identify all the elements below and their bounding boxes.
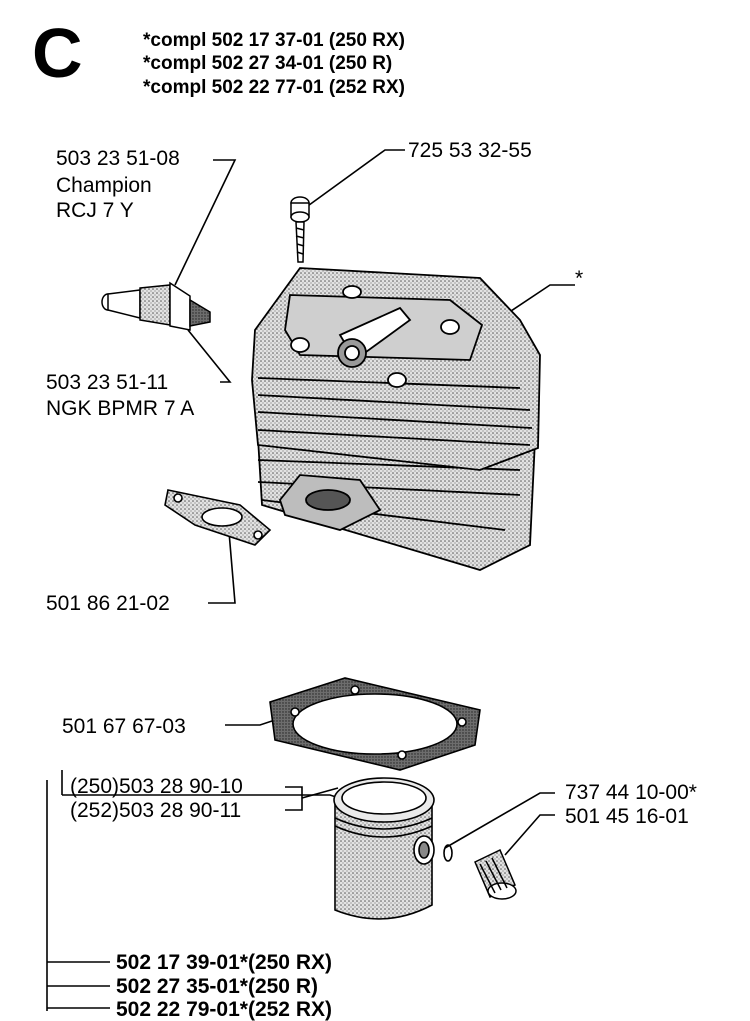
label-ring-252: (252)503 28 90-11: [70, 799, 242, 822]
header-line-1: *compl 502 17 37-01 (250 RX): [143, 30, 405, 51]
leader-screw: [304, 149, 405, 209]
label-screw: 725 53 32-55: [408, 139, 532, 162]
leader-bearing: [504, 814, 555, 856]
leader-spark-champion: [174, 159, 237, 286]
label-gasket-exhaust: 501 86 21-02: [46, 592, 170, 615]
label-spark-plug-ngk-no: 503 23 51-11: [46, 371, 169, 394]
section-letter: C: [32, 14, 83, 92]
circlip-icon: [443, 844, 453, 862]
needle-bearing-icon: [474, 848, 517, 900]
leader-rings: [301, 787, 339, 799]
label-ring-250: (250)503 28 90-10: [70, 775, 243, 798]
label-gasket-base: 501 67 67-03: [62, 715, 186, 738]
bracket-rings: [285, 786, 303, 811]
label-spark-plug-champion-brand: Champion: [56, 174, 152, 197]
label-piston-kit-1: 502 17 39-01*(250 RX): [116, 951, 332, 974]
header-line-3: *compl 502 22 77-01 (252 RX): [143, 77, 405, 98]
piston-icon: [333, 777, 435, 920]
spark-plug-icon: [101, 281, 211, 331]
label-bearing: 501 45 16-01: [565, 805, 689, 828]
leader-cylinder: [504, 284, 575, 316]
screw-icon: [290, 196, 310, 263]
label-cylinder-star: *: [575, 267, 584, 290]
leader-gasket-exhaust: [208, 519, 236, 604]
header-line-2: *compl 502 27 34-01 (250 R): [143, 53, 393, 74]
leader-circlip: [444, 792, 555, 849]
label-spark-plug-ngk-type: NGK BPMR 7 A: [46, 397, 195, 420]
label-spark-plug-champion-no: 503 23 51-08: [56, 147, 180, 170]
leader-spark-ngk: [187, 329, 232, 383]
label-spark-plug-champion-type: RCJ 7 Y: [56, 199, 134, 222]
exhaust-gasket-icon: [164, 489, 272, 546]
label-piston-kit-3: 502 22 79-01*(252 RX): [116, 998, 332, 1021]
label-piston-kit-2: 502 27 35-01*(250 R): [116, 975, 318, 998]
cylinder-icon: [251, 267, 541, 571]
base-gasket-icon: [269, 677, 481, 771]
label-circlip: 737 44 10-00*: [565, 781, 697, 804]
